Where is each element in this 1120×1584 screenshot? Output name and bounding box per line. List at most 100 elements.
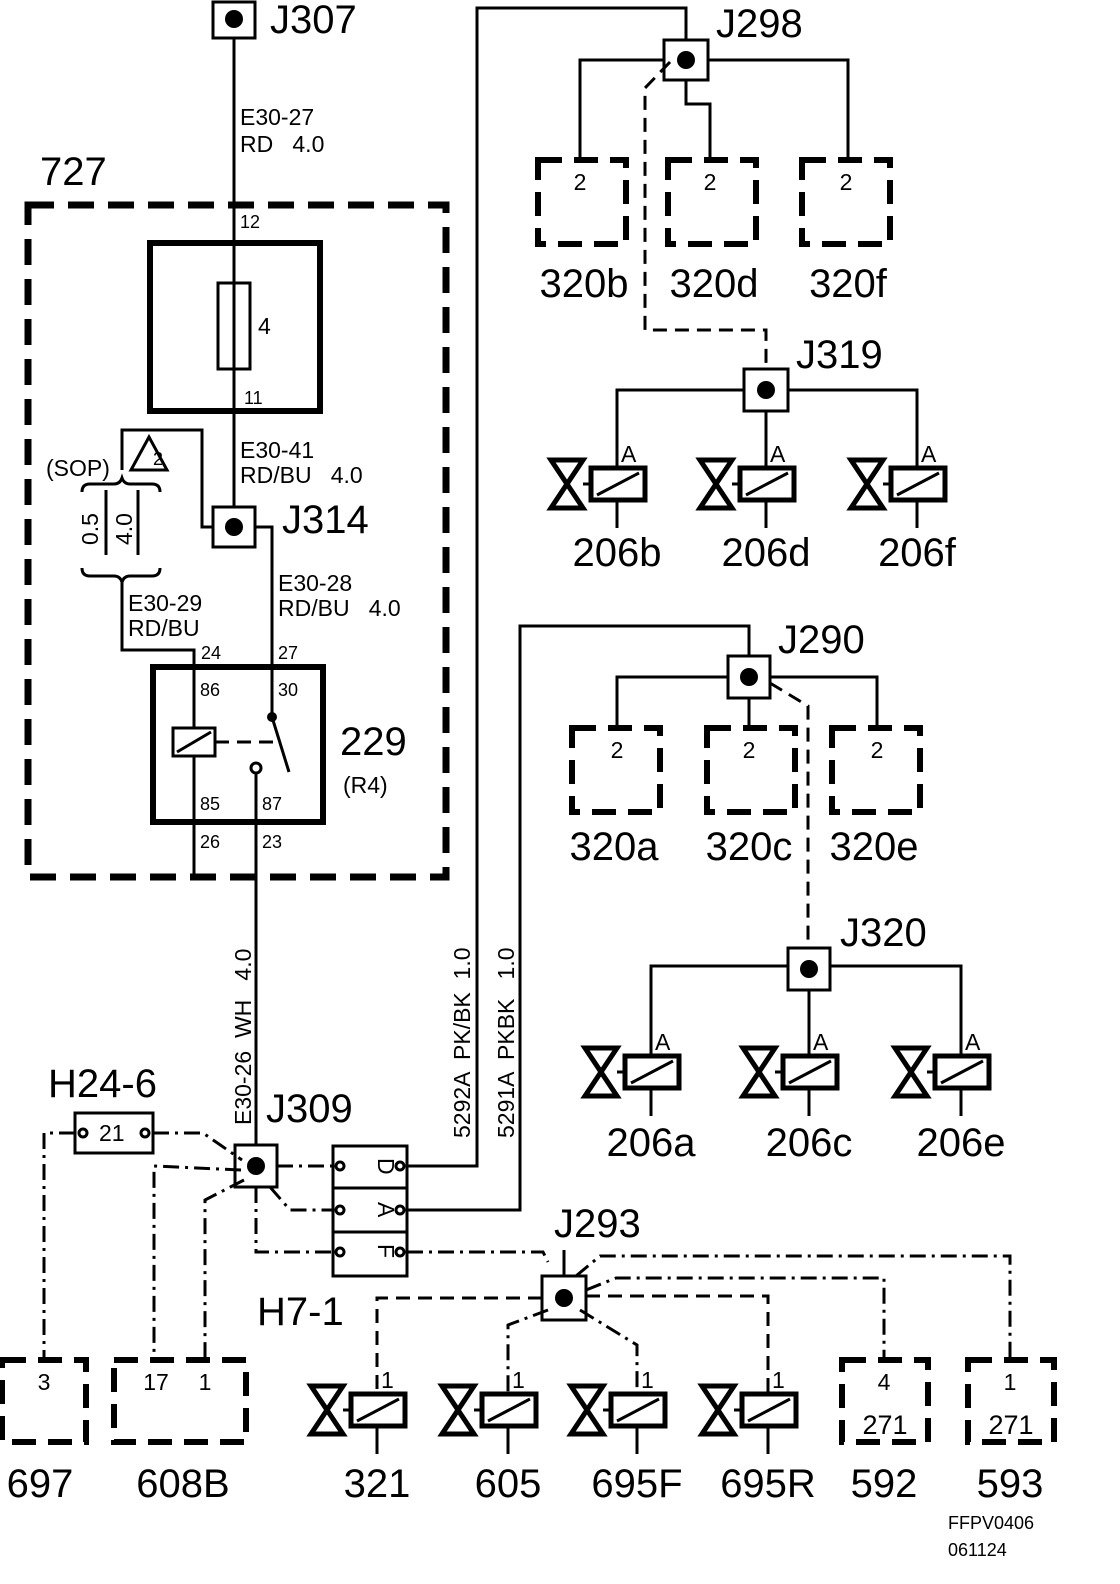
connector-697: 3 697 [0, 1357, 89, 1506]
valve-206a: A 206a [580, 1029, 697, 1165]
wire-e30-27-id: E30-27 [240, 104, 314, 130]
relay-229-sub: (R4) [343, 772, 388, 798]
valve-321-label: 321 [344, 1462, 411, 1506]
valve-206c: A 206c [738, 1029, 853, 1165]
sop-option: 2 (SOP) 0.5 4.0 [46, 433, 170, 587]
wire-e30-41-id: E30-41 [240, 437, 314, 463]
relay-pin-24: 24 [201, 643, 221, 663]
connector-608b-pin-1: 1 [199, 1369, 212, 1395]
valve-695f-valve-icon [566, 1383, 608, 1437]
connector-697-pin: 3 [38, 1369, 51, 1395]
connector-608b-pin-17: 17 [143, 1369, 169, 1395]
valve-206c-label: 206c [766, 1121, 853, 1165]
valve-605-valve-icon [437, 1383, 479, 1437]
junction-j298: J298 [662, 2, 803, 82]
module-592-pin: 4 [878, 1369, 891, 1395]
valve-206a-valve-icon [580, 1045, 622, 1099]
junction-j298-label: J298 [716, 2, 803, 46]
wire-5292a-label: 5292A PK/BK 1.0 [449, 947, 475, 1138]
relay-pin-23: 23 [262, 832, 282, 852]
relay-pin-87: 87 [262, 794, 282, 814]
wire-e30-28-spec: RD/BU 4.0 [278, 595, 401, 621]
connector-h24-6-label: H24-6 [48, 1062, 157, 1106]
junction-j320-label: J320 [840, 911, 927, 955]
valve-206f-label: 206f [878, 531, 957, 575]
note-triangle-number: 2 [153, 449, 163, 469]
junction-j290-label: J290 [778, 618, 865, 662]
sensor-320b-pin: 2 [574, 169, 587, 195]
wire-e30-29-spec: RD/BU [128, 615, 200, 641]
junction-j293-label: J293 [554, 1202, 641, 1246]
footer-date: 061124 [948, 1540, 1007, 1560]
valve-695r-label: 695R [720, 1462, 816, 1506]
fuse-number: 4 [258, 313, 271, 339]
junction-j319: J319 [742, 333, 883, 413]
sensor-320d: 2 320d [665, 157, 759, 306]
junction-j309: J309 [233, 1087, 353, 1189]
junction-j314-label: J314 [282, 498, 369, 542]
valve-206b-label: 206b [573, 531, 662, 575]
valve-206e-label: 206e [917, 1121, 1006, 1165]
wire-e30-41-spec: RD/BU 4.0 [240, 462, 363, 488]
valve-206f-valve-icon [846, 457, 888, 511]
sensor-320c-pin: 2 [743, 737, 756, 763]
valve-206a-label: 206a [607, 1121, 697, 1165]
relay-229-label: 229 [340, 720, 407, 764]
module-592-inner: 271 [862, 1410, 907, 1440]
sop-label: (SOP) [46, 455, 110, 481]
valve-206c-pin: A [813, 1029, 829, 1055]
wire-5291a-label: 5291A PKBK 1.0 [493, 947, 519, 1138]
valve-206c-valve-icon [738, 1045, 780, 1099]
junction-j320: J320 [786, 911, 927, 992]
valve-206b-valve-icon [546, 457, 588, 511]
valve-206f: A 206f [846, 441, 957, 575]
junction-j319-label: J319 [796, 333, 883, 377]
relay-pin-27: 27 [278, 643, 298, 663]
module-727-label: 727 [40, 150, 107, 194]
relay-pin-85: 85 [200, 794, 220, 814]
valve-605-label: 605 [475, 1462, 542, 1506]
valve-206e: A 206e [890, 1029, 1006, 1165]
module-593-inner: 271 [988, 1410, 1033, 1440]
relay-switch-icon [270, 716, 291, 773]
valve-206f-pin: A [921, 441, 937, 467]
connector-608b-label: 608B [136, 1462, 229, 1506]
sensor-320d-pin: 2 [704, 169, 717, 195]
sensor-320b-label: 320b [540, 262, 629, 306]
sensor-320f-pin: 2 [840, 169, 853, 195]
fuse-pin-11: 11 [244, 388, 263, 408]
valve-695r-pin: 1 [772, 1367, 785, 1393]
valve-695r-valve-icon [697, 1383, 739, 1437]
connector-h7-1: D A F [331, 1144, 409, 1278]
junction-j309-label: J309 [266, 1087, 353, 1131]
wire-size-4-0: 4.0 [111, 513, 137, 545]
wire-e30-28 [255, 525, 274, 667]
module-727-box [24, 201, 450, 881]
sensor-320a-pin: 2 [611, 737, 624, 763]
junction-j307: J307 [211, 0, 357, 42]
module-593-label: 593 [977, 1462, 1044, 1506]
sensor-320c-label: 320c [706, 825, 793, 869]
sensor-320d-label: 320d [670, 262, 759, 306]
valve-206e-pin: A [965, 1029, 981, 1055]
junction-j293: J293 [540, 1202, 641, 1322]
relay-pin-26: 26 [200, 832, 220, 852]
connector-h7-pin-f: F [373, 1244, 399, 1258]
wire-5292a [407, 6, 688, 1168]
connector-697-label: 697 [7, 1462, 74, 1506]
connector-h7-pin-d: D [373, 1158, 399, 1175]
valve-206a-pin: A [655, 1029, 671, 1055]
valve-206e-valve-icon [890, 1045, 932, 1099]
connector-h7-1-label: H7-1 [257, 1290, 344, 1334]
wire-size-0-5: 0.5 [77, 513, 103, 545]
module-592-label: 592 [851, 1462, 918, 1506]
connector-h7-pin-a: A [373, 1202, 399, 1218]
valve-695f-label: 695F [591, 1462, 682, 1506]
